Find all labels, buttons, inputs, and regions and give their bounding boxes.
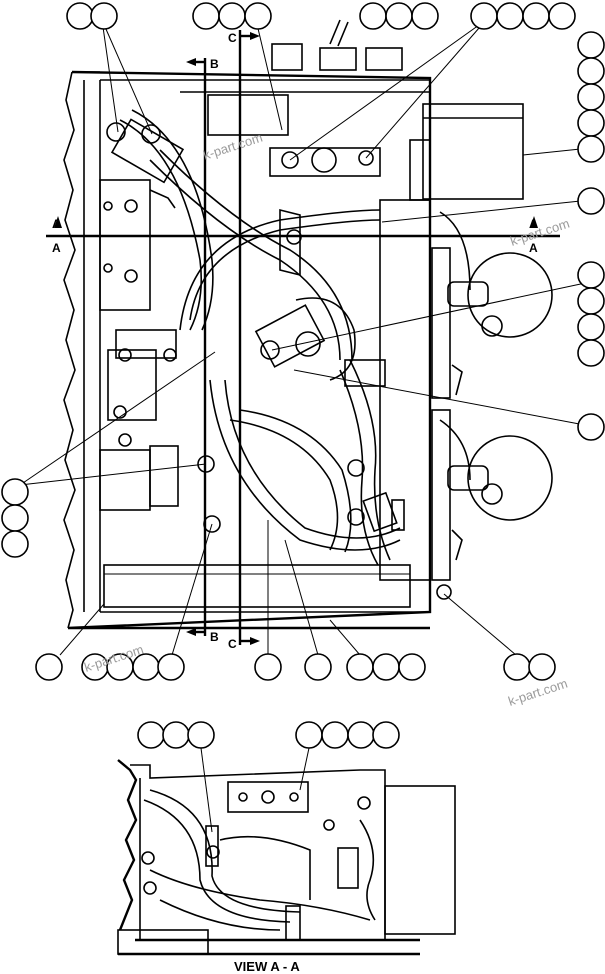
section-label-c-top: C <box>228 31 237 45</box>
fitting-block <box>254 304 326 368</box>
connector-2 <box>319 47 357 71</box>
coil-lower <box>467 435 553 521</box>
contactor-2 <box>99 449 151 511</box>
view-motor <box>384 785 456 935</box>
connector-3 <box>365 47 403 71</box>
contactor-1 <box>107 349 157 421</box>
section-label-a-right-2: A <box>529 241 538 255</box>
hose-1 <box>149 159 341 361</box>
top-bracket <box>207 94 289 136</box>
motor-housing <box>422 103 524 200</box>
reference-bubbles <box>1 2 605 749</box>
hose-4 <box>229 419 339 551</box>
view-a-a <box>117 747 456 956</box>
switch-plate <box>99 179 151 311</box>
section-label-a-left-2: A <box>52 241 61 255</box>
top-view <box>19 19 591 656</box>
relay-lower <box>431 409 451 581</box>
relay-panel <box>379 199 431 581</box>
section-label-b-bottom: B <box>210 630 219 644</box>
coil-upper <box>467 252 553 338</box>
section-label-b-top: B <box>210 57 219 71</box>
section-label-a-right: A <box>529 217 538 231</box>
connector-1 <box>271 43 303 71</box>
break-line-left <box>63 71 76 629</box>
watermark-2: k-part.com <box>508 216 571 249</box>
base-plate <box>103 564 411 608</box>
section-label-c-bottom: C <box>228 637 237 651</box>
relay-upper <box>431 247 451 399</box>
view-terminal <box>227 781 309 813</box>
view-label: VIEW A - A <box>234 959 300 974</box>
section-label-a-left: A <box>52 217 61 231</box>
